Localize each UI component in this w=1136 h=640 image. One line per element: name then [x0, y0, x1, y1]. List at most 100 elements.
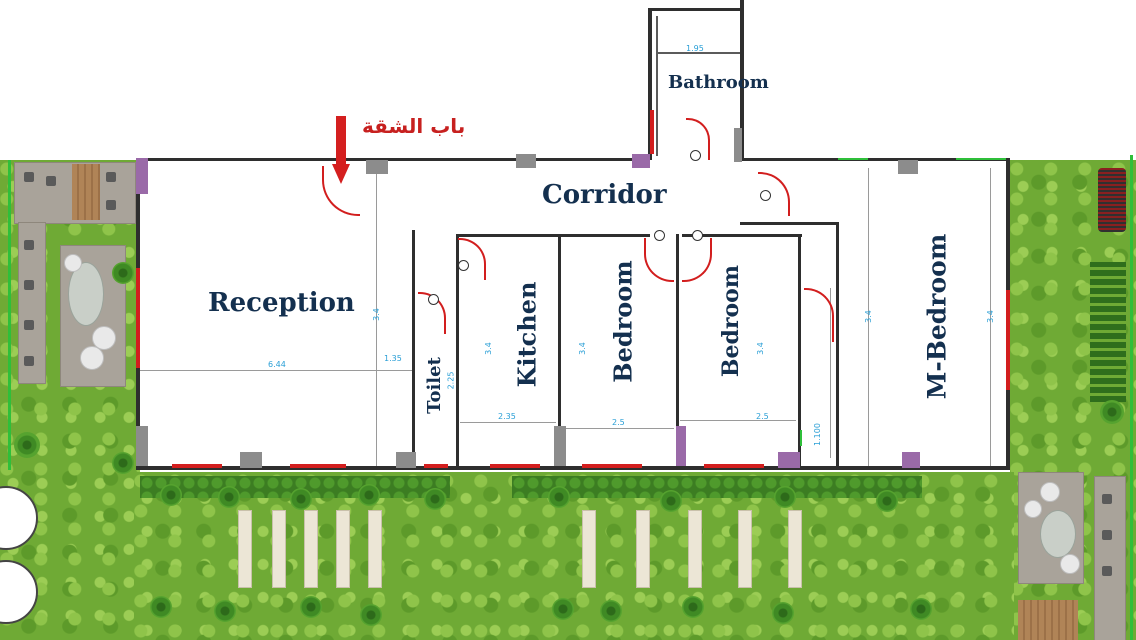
column [898, 160, 918, 174]
door-knob-icon [458, 260, 469, 271]
furniture-guide [140, 370, 412, 371]
garden-stool [1060, 554, 1080, 574]
palm-tree [660, 490, 682, 512]
bedroom-bedroom-wall [676, 234, 679, 466]
boundary-line [800, 430, 802, 446]
palm-tree [218, 486, 240, 508]
window [704, 464, 764, 468]
dimension-label: 6.44 [268, 360, 286, 369]
bedroom-1-label: Bedroom [608, 259, 638, 383]
door-knob-icon [692, 230, 703, 241]
column [366, 160, 388, 174]
bathroom-wall [648, 8, 744, 11]
bathroom-window [650, 110, 654, 154]
bbq-grill-icon [1098, 168, 1126, 232]
garden-stool [92, 326, 116, 350]
shrub [14, 432, 40, 458]
furniture-guide [990, 168, 991, 466]
column [554, 426, 566, 466]
patio-chair [106, 172, 116, 182]
palm-tree [290, 488, 312, 510]
garden-stool [1024, 500, 1042, 518]
window [290, 464, 346, 468]
kitchen-bedroom-wall [558, 234, 561, 466]
palm-tree [876, 490, 898, 512]
window [1006, 290, 1010, 390]
palm-tree [300, 596, 322, 618]
column [396, 452, 416, 468]
right-deck [1018, 600, 1078, 640]
north-wall [742, 158, 1008, 161]
dimension-label: 1.35 [384, 354, 402, 363]
north-wall [138, 158, 650, 161]
stepping-stone [582, 510, 596, 588]
palm-tree [112, 262, 134, 284]
column [136, 158, 148, 194]
arrow-down-icon [332, 164, 350, 184]
reception-label: Reception [208, 288, 355, 318]
palm-tree [600, 600, 622, 622]
dimension-label: 2.25 [446, 371, 456, 390]
bench-seat [24, 320, 34, 330]
boundary-line [838, 158, 868, 160]
garden-stool [80, 346, 104, 370]
bathroom-wall [740, 0, 744, 160]
furniture-guide [376, 168, 377, 466]
master-bedroom-label-box: M-Bedroom [920, 198, 954, 434]
palm-tree [910, 598, 932, 620]
palm-tree [682, 596, 704, 618]
column [632, 154, 650, 168]
garden-table [1040, 510, 1076, 558]
door-knob-icon [760, 190, 771, 201]
south-wall [138, 466, 1008, 470]
palm-tree [424, 488, 446, 510]
left-deck [72, 164, 100, 220]
bench-seat [1102, 494, 1112, 504]
entrance-label: باب الشقة [362, 114, 466, 138]
dimension-label: 3.4 [863, 310, 873, 323]
bench-seat [24, 280, 34, 290]
corridor-wall [682, 234, 802, 237]
furniture-guide [562, 428, 674, 429]
bathroom-inner-wall [656, 16, 658, 156]
bedroom-2-label-box: Bedroom [714, 248, 748, 394]
palm-tree [160, 484, 182, 506]
bench-seat [1102, 530, 1112, 540]
stepping-stone [238, 510, 252, 588]
palm-tree [774, 486, 796, 508]
boundary-line [956, 158, 1006, 160]
patio-chair [106, 200, 116, 210]
palm-tree [214, 600, 236, 622]
palm-tree [358, 484, 380, 506]
furniture-guide [830, 288, 831, 458]
bedroom-1-label-box: Bedroom [606, 246, 640, 396]
dimension-label: 2.5 [756, 412, 769, 421]
kitchen-label-box: Kitchen [510, 258, 544, 410]
window [582, 464, 642, 468]
stepping-stone [788, 510, 802, 588]
door-knob-icon [654, 230, 665, 241]
apartment-floor [138, 160, 1008, 470]
stepping-stone [688, 510, 702, 588]
toilet-wall [412, 230, 415, 466]
column [516, 154, 536, 168]
dimension-label: 3.4 [985, 310, 995, 323]
garden-stool [1040, 482, 1060, 502]
bedroom-2-label: Bedroom [718, 264, 745, 378]
stepping-stone [304, 510, 318, 588]
master-bedroom-label: M-Bedroom [922, 233, 952, 399]
patio-chair [46, 176, 56, 186]
arrow-down-icon [336, 116, 346, 166]
stepping-stone [636, 510, 650, 588]
shrub [1100, 400, 1124, 424]
toilet-label-box: Toilet [418, 352, 450, 418]
master-bedroom-wall [836, 222, 839, 466]
column [676, 426, 686, 466]
palm-tree [360, 604, 382, 626]
dimension-label: 3.4 [483, 342, 493, 355]
patio-chair [24, 172, 34, 182]
palm-tree [552, 598, 574, 620]
kitchen-label: Kitchen [512, 281, 542, 387]
left-boundary-line [8, 160, 11, 470]
